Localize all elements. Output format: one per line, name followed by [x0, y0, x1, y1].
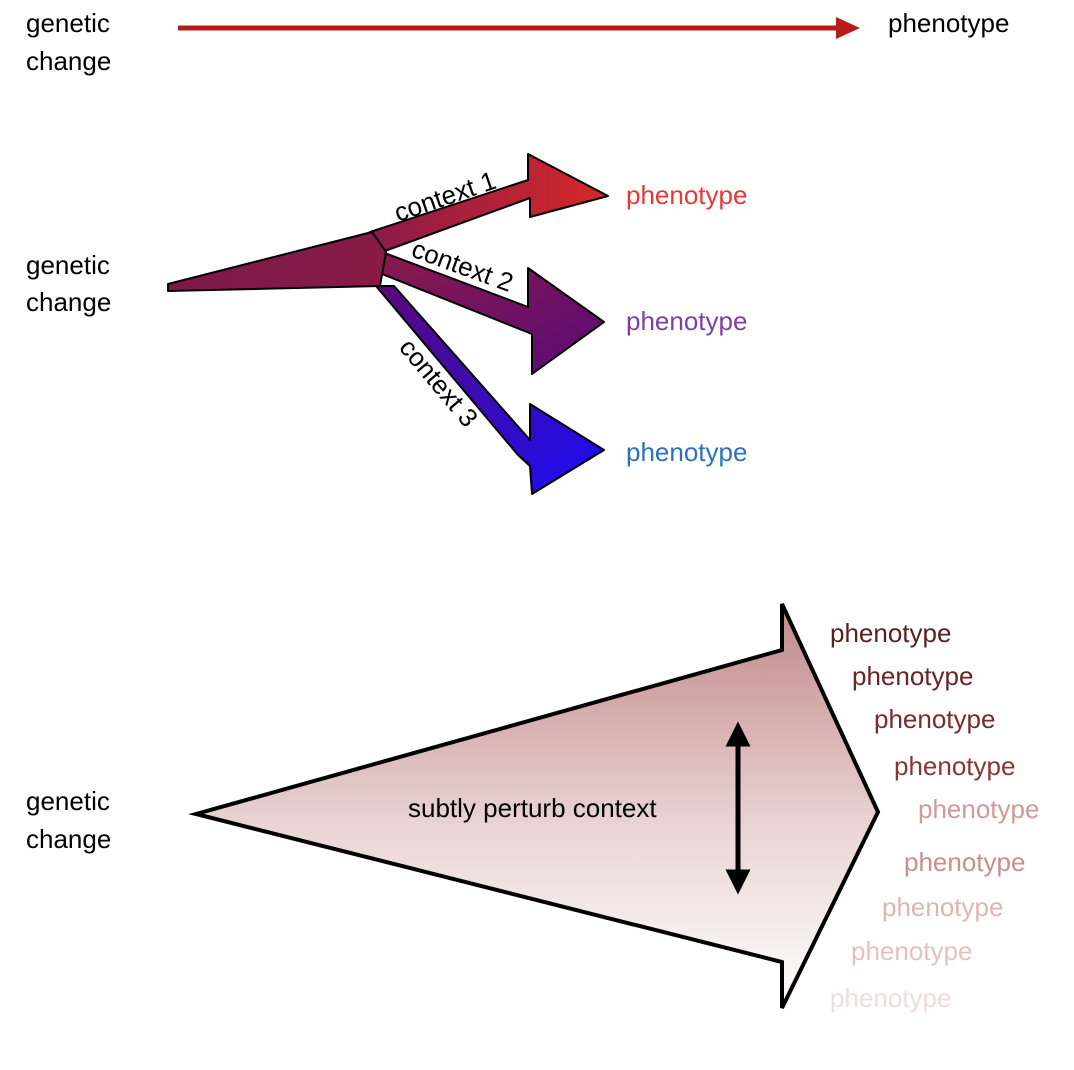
panel-perturb-source-line1: genetic: [26, 786, 110, 816]
panel-simple: genetic change phenotype: [26, 8, 1009, 76]
perturb-big-arrow: [188, 603, 881, 1009]
context-1-arrow: [369, 153, 609, 253]
panel-simple-target-label: phenotype: [888, 8, 1009, 38]
panel-perturb-source-line2: change: [26, 824, 111, 854]
perturb-phenotype-3: phenotype: [874, 704, 995, 734]
perturb-phenotype-7: phenotype: [882, 892, 1003, 922]
context-trunk-arrow: [167, 231, 387, 292]
perturb-phenotype-2: phenotype: [852, 661, 973, 691]
perturb-phenotype-4: phenotype: [894, 751, 1015, 781]
perturb-phenotype-8: phenotype: [851, 936, 972, 966]
panel-simple-source-line2: change: [26, 46, 111, 76]
perturb-center-label: subtly perturb context: [408, 793, 657, 823]
panel-contexts-source-line2: change: [26, 287, 111, 317]
context-2-arrow: [371, 251, 605, 375]
context-3-arrow: [375, 285, 605, 495]
context-1-phenotype: phenotype: [626, 180, 747, 210]
context-2-phenotype: phenotype: [626, 306, 747, 336]
perturb-phenotype-5: phenotype: [918, 794, 1039, 824]
panel-contexts-source-line1: genetic: [26, 250, 110, 280]
panel-simple-source-line1: genetic: [26, 8, 110, 38]
panel-perturb: genetic change subtly perturb context ph…: [26, 603, 1039, 1013]
simple-arrow-head: [836, 17, 860, 39]
panel-contexts: genetic change context 1 context 2 conte…: [26, 153, 747, 495]
perturb-phenotype-6: phenotype: [904, 847, 1025, 877]
perturb-phenotype-9: phenotype: [830, 983, 951, 1013]
perturb-phenotype-list: phenotype phenotype phenotype phenotype phen…: [830, 618, 1039, 1013]
perturb-phenotype-1: phenotype: [830, 618, 951, 648]
context-3-phenotype: phenotype: [626, 437, 747, 467]
